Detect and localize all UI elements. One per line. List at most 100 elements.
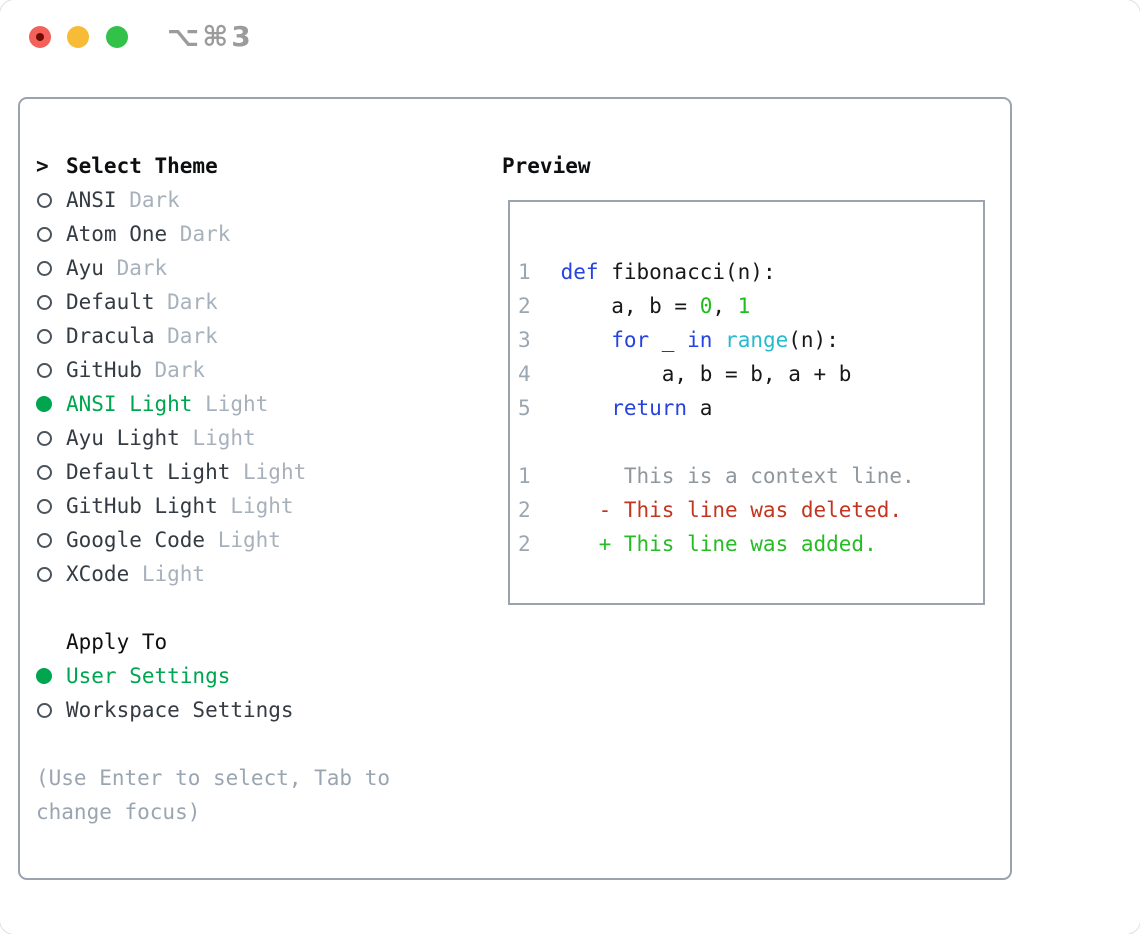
radio-icon [37,362,52,378]
token-keyword: in [687,328,713,352]
radio-selected-icon [36,396,52,412]
token-plain: a, b = [560,294,700,318]
radio-cell [36,328,66,344]
preview-title: Preview [502,154,591,178]
apply-option-workspace-settings[interactable]: Workspace Settings [36,693,476,727]
theme-name: XCode [66,562,130,586]
theme-name: ANSI Light [66,392,193,416]
window-titlebar: ⌥⌘3 [0,0,1140,74]
theme-name: Ayu [66,256,104,280]
help-text: (Use Enter to select, Tab to change focu… [36,766,391,824]
radio-icon [37,294,52,310]
line-number: 2 [518,532,531,556]
theme-variant-tag: Light [230,494,294,518]
radio-icon [37,566,52,582]
token-plain: _ [649,328,688,352]
diff-line-context: 1 This is a context line. [518,459,983,493]
line-number: 3 [518,328,531,352]
line-number: 1 [518,260,531,284]
code-text: return a [561,396,712,420]
radio-icon [37,464,52,480]
code-line: 5 return a [518,391,983,425]
theme-variant-tag: Light [192,426,256,450]
diff-text: - This line was deleted. [560,498,903,522]
diff-line-added: 2 + This line was added. [518,527,983,561]
token-keyword: for [611,328,650,352]
unsaved-changes-dot-icon [36,33,44,41]
radio-cell [36,226,66,242]
token-number: 1 [737,294,751,318]
code-line: 3 for _ in range(n): [518,323,983,357]
theme-variant-tag: Light [243,460,307,484]
apply-gap [36,727,476,761]
pointer-icon: > [36,154,49,178]
radio-icon [37,430,52,446]
apply-option-label: Workspace Settings [66,698,294,722]
theme-option-dracula[interactable]: Dracula Dark [36,319,476,353]
theme-name: GitHub [66,358,142,382]
theme-variant-tag: Dark [154,358,206,382]
token-keyword: def [560,260,599,284]
theme-option-ansi[interactable]: ANSI Dark [36,183,476,217]
theme-name: Ayu Light [66,426,180,450]
token-plain [561,328,612,352]
theme-variant-tag: Dark [167,324,218,348]
theme-name: ANSI [66,188,117,212]
radio-cell [36,498,66,514]
radio-icon [37,260,52,276]
token-plain: , [712,294,738,318]
code-text: a, b = b, a + b [561,362,852,386]
radio-cell [36,668,66,684]
apply-option-user-settings[interactable]: User Settings [36,659,476,693]
close-button[interactable] [29,26,51,48]
theme-variant-tag: Dark [179,222,231,246]
token-plain: a, b = b, a + b [560,362,852,386]
code-line: 4 a, b = b, a + b [518,357,983,391]
code-text: def fibonacci(n): [561,260,776,284]
radio-icon [37,328,52,344]
theme-option-ayu-light[interactable]: Ayu Light Light [36,421,476,455]
minimize-button[interactable] [67,26,89,48]
theme-name: Dracula [66,324,155,348]
radio-icon [37,532,52,548]
radio-icon [37,702,52,718]
preview-gap [518,425,983,459]
radio-cell [36,464,66,480]
token-builtin: range [725,328,789,352]
radio-cell [36,260,66,276]
theme-name: Default [66,290,155,314]
radio-cell [36,702,66,718]
radio-cell [36,192,66,208]
token-plain [712,328,725,352]
radio-cell [36,396,66,412]
theme-option-github[interactable]: GitHub Dark [36,353,476,387]
apply-to-header: Apply To [36,625,476,659]
token-keyword: return [611,396,688,420]
line-number: 4 [518,362,531,386]
radio-icon [37,498,52,514]
zoom-button[interactable] [106,26,128,48]
apply-option-label: User Settings [66,664,231,688]
code-line: 2 a, b = 0, 1 [518,289,983,323]
diff-line-deleted: 2 - This line was deleted. [518,493,983,527]
theme-variant-tag: Light [217,528,281,552]
radio-cell [36,294,66,310]
token-plain: fibonacci(n): [598,260,776,284]
code-text: for _ in range(n): [561,328,839,352]
theme-variant-tag: Dark [129,188,180,212]
radio-cell [36,566,66,582]
